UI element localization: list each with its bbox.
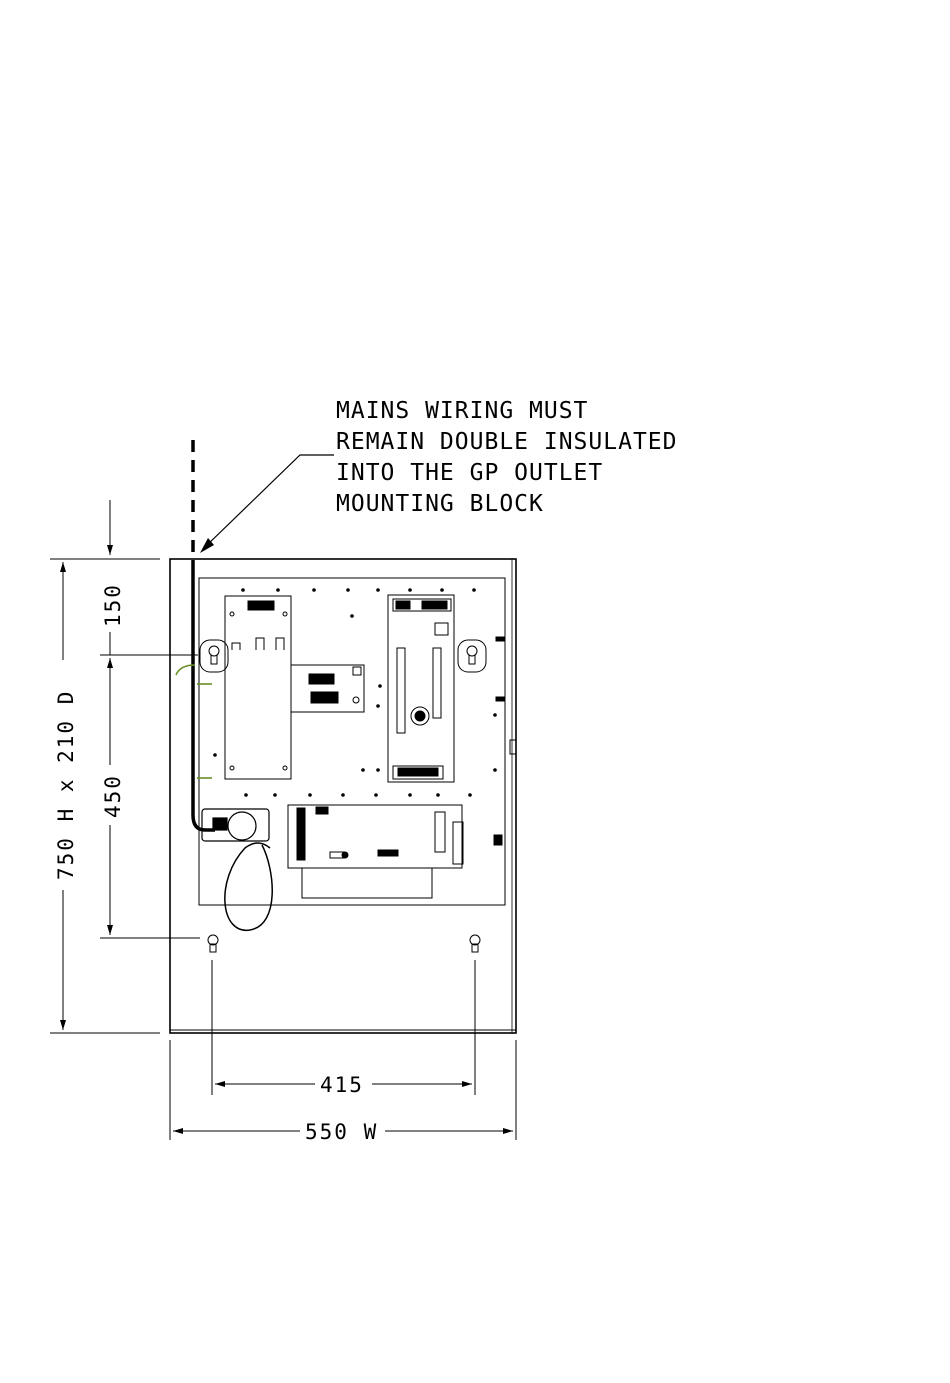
width-label: 550 W	[305, 1120, 378, 1144]
horizontal-dimensions	[170, 960, 516, 1140]
mounting-plate	[199, 578, 505, 905]
cable-loop	[225, 843, 272, 930]
note-line-3: INTO THE GP OUTLET	[336, 460, 603, 486]
note-line-4: MOUNTING BLOCK	[336, 491, 544, 517]
note-line-1: MAINS WIRING MUST	[336, 398, 588, 424]
control-pcb	[388, 595, 454, 782]
note-line-2: REMAIN DOUBLE INSULATED	[336, 429, 678, 455]
mains-cable	[193, 440, 215, 830]
top-offset-label: 150	[101, 583, 125, 627]
leader-arrow	[200, 455, 334, 553]
expansion-board	[288, 805, 463, 898]
hole-spacing-label: 415	[320, 1073, 364, 1097]
hole-vertical-label: 450	[101, 774, 125, 818]
overall-size-label: 750 H x 210 D	[54, 690, 78, 880]
gp-outlet-block	[202, 809, 269, 841]
power-supply-module	[225, 596, 291, 779]
mains-wiring-note: MAINS WIRING MUST REMAIN DOUBLE INSULATE…	[336, 398, 678, 517]
centre-board	[291, 665, 364, 712]
